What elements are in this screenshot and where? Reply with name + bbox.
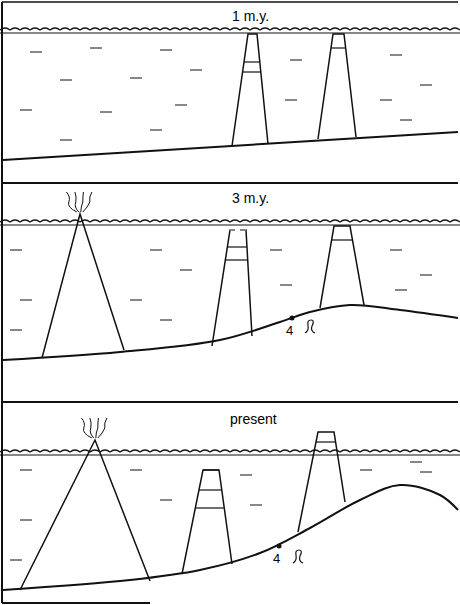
water-dash bbox=[20, 470, 32, 471]
water-dash bbox=[20, 110, 32, 111]
water-dash bbox=[270, 250, 282, 251]
panel-frame bbox=[2, 182, 458, 184]
guyot-outline bbox=[318, 34, 356, 139]
eruption-plume bbox=[90, 418, 94, 438]
reef-layer bbox=[203, 469, 219, 470]
panel-frame bbox=[2, 602, 150, 604]
volcano-outline bbox=[20, 440, 150, 590]
reef-layer bbox=[243, 71, 261, 72]
guyot-outline bbox=[320, 226, 364, 308]
water-dash bbox=[30, 52, 42, 53]
stage-label: 1 m.y. bbox=[230, 8, 271, 24]
sea-floor bbox=[3, 485, 458, 590]
water-dash bbox=[160, 320, 172, 321]
stage-label: present bbox=[228, 411, 279, 427]
sea-floor bbox=[3, 132, 458, 160]
water-dash bbox=[180, 270, 192, 271]
panel-frame bbox=[2, 1, 458, 3]
reef-layer bbox=[225, 259, 247, 260]
water-dash bbox=[410, 462, 422, 463]
panel-frame bbox=[1, 2, 3, 603]
eruption-plume bbox=[83, 192, 92, 212]
water-dash bbox=[390, 250, 402, 251]
water-dash bbox=[130, 470, 142, 471]
sea-surface bbox=[0, 28, 460, 30]
water-dash bbox=[360, 470, 372, 471]
water-dash bbox=[130, 78, 142, 79]
water-dash bbox=[395, 290, 407, 291]
eruption-plume bbox=[81, 418, 91, 438]
water-dash bbox=[90, 48, 102, 49]
water-dash bbox=[390, 55, 402, 56]
water-dash bbox=[100, 112, 112, 113]
eruption-plume bbox=[75, 192, 79, 212]
panel-frame bbox=[2, 401, 458, 403]
callout-number: 4 bbox=[284, 323, 295, 338]
water-dash bbox=[380, 100, 392, 101]
reef-layer bbox=[316, 441, 335, 442]
reef-layer bbox=[195, 507, 223, 508]
dashed-summit bbox=[240, 230, 246, 231]
sea-surface bbox=[0, 220, 460, 222]
volcano-outline bbox=[42, 214, 124, 358]
water-dash bbox=[420, 472, 432, 473]
water-dash bbox=[175, 105, 187, 106]
water-dash bbox=[420, 85, 432, 86]
eruption-plume bbox=[81, 192, 84, 212]
fossil-symbol bbox=[305, 320, 315, 333]
sea-surface-line bbox=[0, 33, 460, 34]
water-dash bbox=[10, 250, 22, 251]
water-dash bbox=[160, 500, 172, 501]
water-dash bbox=[150, 250, 162, 251]
dashed-summit bbox=[230, 230, 235, 231]
sea-surface-line bbox=[0, 455, 460, 456]
water-dash bbox=[190, 70, 202, 71]
water-dash bbox=[420, 275, 432, 276]
reef-layer bbox=[244, 61, 260, 62]
sample-dot bbox=[277, 544, 282, 549]
fossil-symbol bbox=[293, 550, 303, 563]
water-dash bbox=[400, 120, 412, 121]
reef-layer bbox=[332, 239, 353, 240]
sea-surface-line bbox=[0, 225, 460, 226]
eruption-plume bbox=[98, 418, 107, 438]
sea-floor bbox=[3, 305, 458, 360]
callout-number: 4 bbox=[271, 551, 282, 566]
water-dash bbox=[280, 285, 292, 286]
guyot-outline bbox=[182, 470, 232, 574]
reef-layer bbox=[331, 47, 346, 48]
sample-dot bbox=[290, 316, 295, 321]
water-dash bbox=[130, 300, 142, 301]
water-dash bbox=[10, 330, 22, 331]
water-dash bbox=[160, 50, 172, 51]
water-dash bbox=[290, 60, 302, 61]
water-dash bbox=[150, 130, 162, 131]
water-dash bbox=[20, 300, 32, 301]
water-dash bbox=[60, 140, 72, 141]
eruption-plume bbox=[96, 418, 99, 438]
reef-layer bbox=[199, 489, 222, 490]
guyot-outline bbox=[212, 230, 252, 346]
water-dash bbox=[240, 475, 252, 476]
sea-surface bbox=[0, 450, 460, 452]
water-dash bbox=[10, 560, 22, 561]
water-dash bbox=[60, 80, 72, 81]
guyot-outline bbox=[298, 432, 345, 532]
water-dash bbox=[285, 100, 297, 101]
water-dash bbox=[20, 520, 32, 521]
eruption-plume bbox=[66, 192, 76, 212]
water-dash bbox=[250, 505, 262, 506]
reef-layer bbox=[227, 246, 247, 247]
stage-label: 3 m.y. bbox=[230, 190, 271, 206]
guyot-outline bbox=[232, 34, 268, 146]
